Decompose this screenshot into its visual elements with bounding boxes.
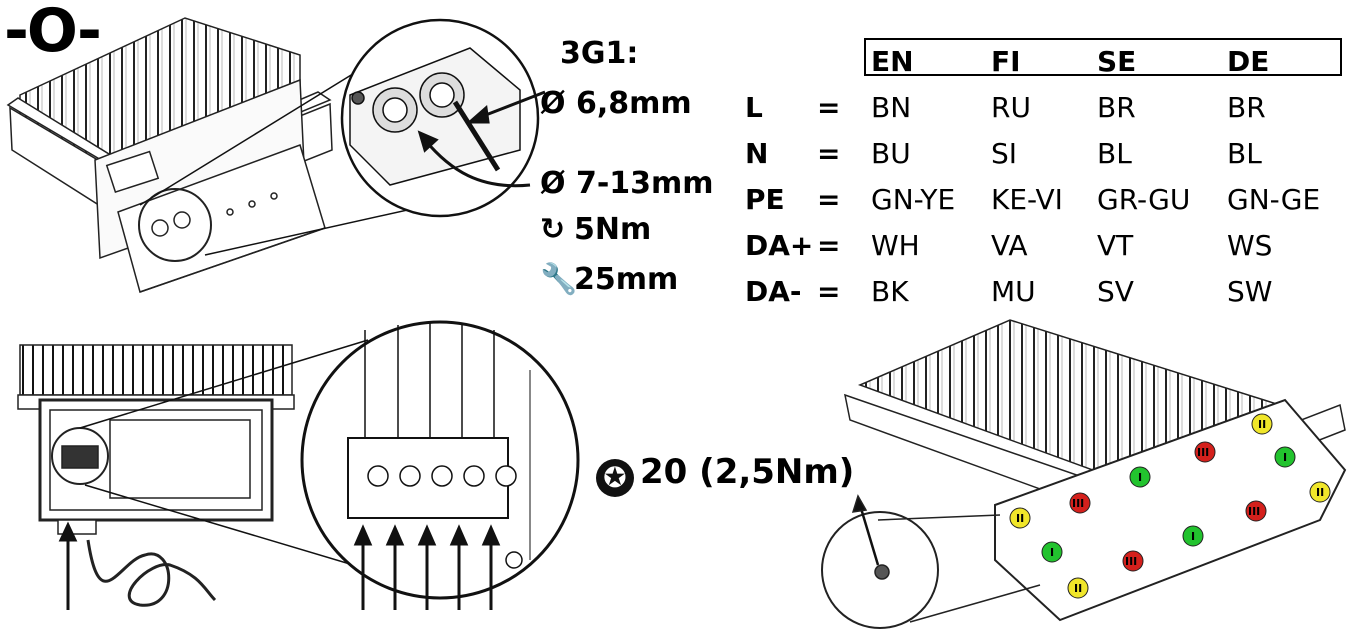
rotate-arrow-icon: ↻ xyxy=(540,212,566,247)
table-row: DA+ = WH VA VT WS xyxy=(745,222,1337,268)
row-label: N xyxy=(745,136,769,170)
row-label: DA- xyxy=(745,274,802,308)
cell-de: WS xyxy=(1227,228,1273,262)
wire-color-table: EN FI SE DE L = BN RU BR BR N = BU SI BL… xyxy=(745,38,1337,314)
gland-range-label: Ø 7-13mm xyxy=(540,166,714,201)
equals-sign: = xyxy=(817,274,841,308)
cell-en: BU xyxy=(871,136,911,170)
cell-se: BL xyxy=(1097,136,1132,170)
terminal-arrows xyxy=(353,524,501,610)
row-label: DA+ xyxy=(745,228,814,262)
cell-en: BK xyxy=(871,274,909,308)
cell-en: WH xyxy=(871,228,920,262)
cable-type-label: 3G1: xyxy=(560,36,639,71)
svg-text:I: I xyxy=(1283,451,1287,464)
row-label: PE xyxy=(745,182,785,216)
luminaire-front-view xyxy=(17,344,295,607)
torx-icon: ✪ xyxy=(596,459,634,497)
front-arrows xyxy=(58,521,78,610)
spec-arrows xyxy=(417,90,546,188)
terminal-block-zoom xyxy=(79,320,580,600)
device-logo: -O- xyxy=(4,0,102,66)
cell-se: GR-GU xyxy=(1097,182,1191,216)
cell-se: SV xyxy=(1097,274,1134,308)
cell-de: BL xyxy=(1227,136,1262,170)
cable-diameter-label: Ø 6,8mm xyxy=(540,86,692,121)
svg-text:I: I xyxy=(1191,530,1195,543)
luminaire-top-view xyxy=(6,17,333,293)
wrench-value: 25mm xyxy=(574,262,679,297)
svg-text:III: III xyxy=(1125,555,1137,568)
cell-fi: MU xyxy=(991,274,1036,308)
svg-text:I: I xyxy=(1050,546,1054,559)
cell-en: GN-YE xyxy=(871,182,956,216)
screw-torque-value: 20 (2,5Nm) xyxy=(640,452,855,492)
table-row: PE = GN-YE KE-VI GR-GU GN-GE xyxy=(745,176,1337,222)
cell-de: GN-GE xyxy=(1227,182,1321,216)
cell-fi: RU xyxy=(991,90,1031,124)
svg-text:II: II xyxy=(1316,486,1324,499)
svg-text:III: III xyxy=(1197,446,1209,459)
svg-text:II: II xyxy=(1074,582,1082,595)
cable-gland-zoom xyxy=(139,18,540,256)
wrench-spec: 🔧25mm xyxy=(540,262,678,297)
row-label: L xyxy=(745,90,763,124)
table-row: L = BN RU BR BR xyxy=(745,84,1337,130)
cell-se: VT xyxy=(1097,228,1134,262)
cell-fi: SI xyxy=(991,136,1018,170)
cell-fi: KE-VI xyxy=(991,182,1063,216)
svg-text:II: II xyxy=(1258,418,1266,431)
svg-text:I: I xyxy=(1138,471,1142,484)
equals-sign: = xyxy=(817,90,841,124)
equals-sign: = xyxy=(817,136,841,170)
table-row: DA- = BK MU SV SW xyxy=(745,268,1337,314)
svg-text:III: III xyxy=(1072,497,1084,510)
wrench-icon: 🔧 xyxy=(540,262,578,297)
cell-de: SW xyxy=(1227,274,1273,308)
cell-se: BR xyxy=(1097,90,1136,124)
torque-value: 5Nm xyxy=(574,212,652,247)
col-header-en: EN xyxy=(871,44,914,78)
torque-spec: ↻5Nm xyxy=(540,212,651,247)
language-header-box xyxy=(864,38,1342,76)
col-header-fi: FI xyxy=(991,44,1021,78)
table-header-row: EN FI SE DE xyxy=(745,38,1337,84)
sequence-markers: II III I III II I II III I III II I xyxy=(1009,413,1331,599)
col-header-se: SE xyxy=(1097,44,1137,78)
equals-sign: = xyxy=(817,228,841,262)
cell-en: BN xyxy=(871,90,912,124)
equals-sign: = xyxy=(817,182,841,216)
svg-text:II: II xyxy=(1016,512,1024,525)
luminaire-cover-view xyxy=(821,319,1347,629)
svg-text:III: III xyxy=(1248,505,1260,518)
col-header-de: DE xyxy=(1227,44,1270,78)
table-row: N = BU SI BL BL xyxy=(745,130,1337,176)
cell-fi: VA xyxy=(991,228,1028,262)
screw-torque-spec: ✪20 (2,5Nm) xyxy=(596,452,854,497)
cell-de: BR xyxy=(1227,90,1266,124)
